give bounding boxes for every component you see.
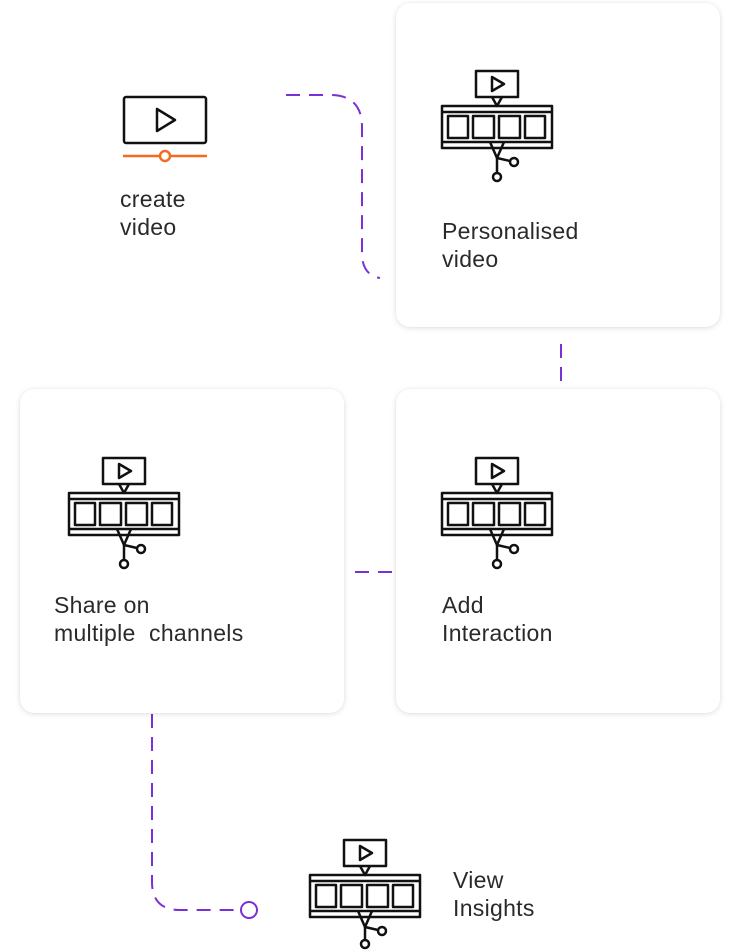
step-label: View Insights: [453, 866, 535, 922]
step-label-line1: Personalised: [442, 218, 579, 244]
film-editing-icon: [440, 69, 554, 183]
film-editing-icon: [308, 838, 422, 950]
step-label-line1: Add: [442, 592, 484, 618]
video-player-icon: [122, 95, 208, 163]
step-label: Personalised video: [442, 217, 579, 273]
step-label-line2: Interaction: [442, 620, 553, 646]
step-card-share-on-multiple-channels: Share on multiple channels: [20, 389, 344, 713]
step-card-personalised-video: Personalised video: [396, 3, 720, 327]
step-label-line2: Insights: [453, 895, 535, 921]
step-label-line1: Share on: [54, 592, 150, 618]
film-editing-icon: [440, 456, 554, 570]
step-label-line1: create: [120, 186, 186, 212]
connector-create-to-personalised: [286, 94, 381, 279]
step-label: create video: [120, 185, 186, 241]
connector-share-to-insights: [151, 714, 240, 911]
step-label-line2: multiple channels: [54, 620, 244, 646]
step-label: Share on multiple channels: [54, 591, 244, 647]
connector-end-dot: [240, 901, 258, 919]
step-label-line2: video: [120, 214, 177, 240]
film-editing-icon: [67, 456, 181, 570]
step-label: Add Interaction: [442, 591, 553, 647]
step-label-line1: View: [453, 867, 504, 893]
step-label-line2: video: [442, 246, 499, 272]
step-card-add-interaction: Add Interaction: [396, 389, 720, 713]
